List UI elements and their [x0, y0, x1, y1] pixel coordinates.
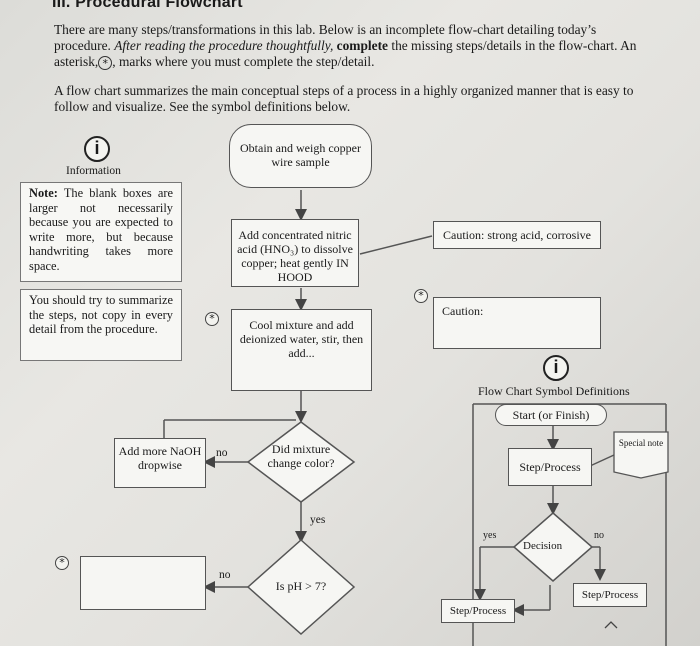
flow-start: Obtain and weigh copper wire sample — [229, 124, 372, 188]
info-icon: i — [84, 136, 110, 162]
intro-text: There are many steps/transformations in … — [54, 22, 597, 53]
intro-paragraph-2: A flow chart summarizes the main concept… — [54, 83, 634, 114]
intro-italic: After reading the procedure thoughtfully… — [114, 38, 334, 53]
intro-text-2: the missing steps/details in the flow-ch… — [54, 38, 637, 69]
flow-side-step-naoh: Add more NaOH dropwise — [114, 438, 206, 488]
legend-special-note: Special note — [618, 438, 664, 448]
flow-decision-color: Did mixture change color? — [267, 442, 335, 470]
legend-info-icon: i — [543, 355, 569, 381]
legend-title: Flow Chart Symbol Definitions — [478, 384, 630, 398]
legend-step-symbol: Step/Process — [508, 448, 592, 486]
intro-text-3: , marks where you must complete the step… — [112, 54, 375, 69]
legend-no-label: no — [594, 530, 604, 541]
note-bold: Note: — [29, 186, 58, 200]
asterisk-icon: * — [205, 312, 219, 326]
section-heading: III. Procedural Flowchart — [52, 0, 243, 11]
legend-step-right: Step/Process — [573, 583, 647, 607]
yes-label-1: yes — [310, 514, 326, 526]
flow-decision-ph: Is pH > 7? — [275, 579, 327, 593]
tip-box: You should try to summarize the steps, n… — [20, 289, 182, 361]
asterisk-icon: * — [55, 556, 69, 570]
legend-step-left: Step/Process — [441, 599, 515, 623]
caution-box-1: Caution: strong acid, corrosive — [433, 221, 601, 249]
caution-box-2: Caution: — [433, 297, 601, 349]
flow-step-cool: Cool mixture and add deionized water, st… — [231, 309, 372, 391]
legend-start-symbol: Start (or Finish) — [495, 404, 607, 426]
flow-blank-step — [80, 556, 206, 610]
no-label-2: no — [219, 569, 231, 581]
no-label-1: no — [216, 447, 228, 459]
legend-yes-label: yes — [483, 530, 497, 541]
note-box: Note: The blank boxes are larger not nec… — [20, 182, 182, 282]
asterisk-icon: * — [98, 56, 113, 70]
asterisk-icon: * — [414, 289, 428, 303]
intro-bold: complete — [336, 38, 388, 53]
flow-step-nitric-acid: Add concentrated nitric acid (HNO₃) to d… — [231, 219, 359, 287]
intro-paragraph-1: There are many steps/transformations in … — [54, 22, 644, 70]
info-label: Information — [66, 165, 121, 177]
note-text: The blank boxes are larger not necessari… — [29, 186, 174, 273]
legend-decision-symbol: Decision — [523, 540, 563, 552]
